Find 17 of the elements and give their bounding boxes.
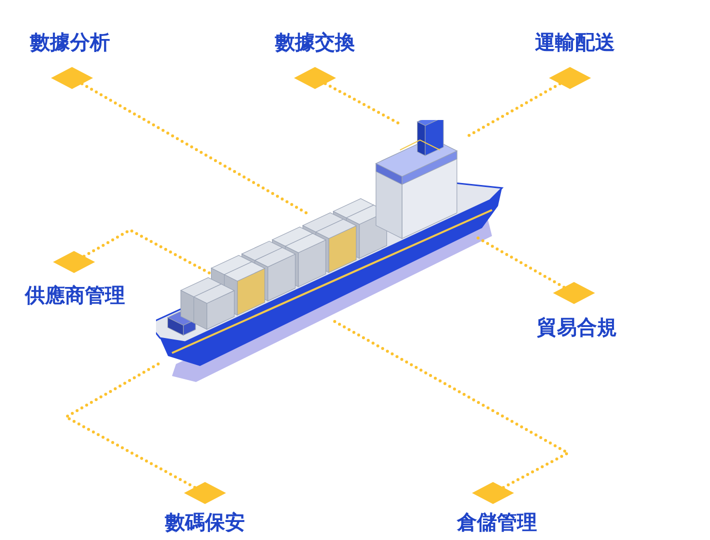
diamond-marker xyxy=(553,282,595,304)
leader-line xyxy=(466,82,562,138)
diamond-marker xyxy=(53,251,95,273)
diamond-marker xyxy=(549,67,591,89)
diamond-marker xyxy=(472,482,514,504)
diamond-marker xyxy=(294,67,336,89)
category-label: 數據交換 xyxy=(275,30,355,54)
diamond-marker xyxy=(184,482,226,504)
diamond-marker xyxy=(51,67,93,89)
leader-line xyxy=(324,82,402,126)
category-label: 貿易合規 xyxy=(537,315,617,339)
category-label: 數據分析 xyxy=(30,30,110,54)
category-label: 運輸配送 xyxy=(535,30,615,54)
category-label: 供應商管理 xyxy=(25,283,125,307)
category-label: 倉儲管理 xyxy=(457,510,537,534)
category-label: 數碼保安 xyxy=(165,510,245,534)
leader-line xyxy=(476,236,566,289)
